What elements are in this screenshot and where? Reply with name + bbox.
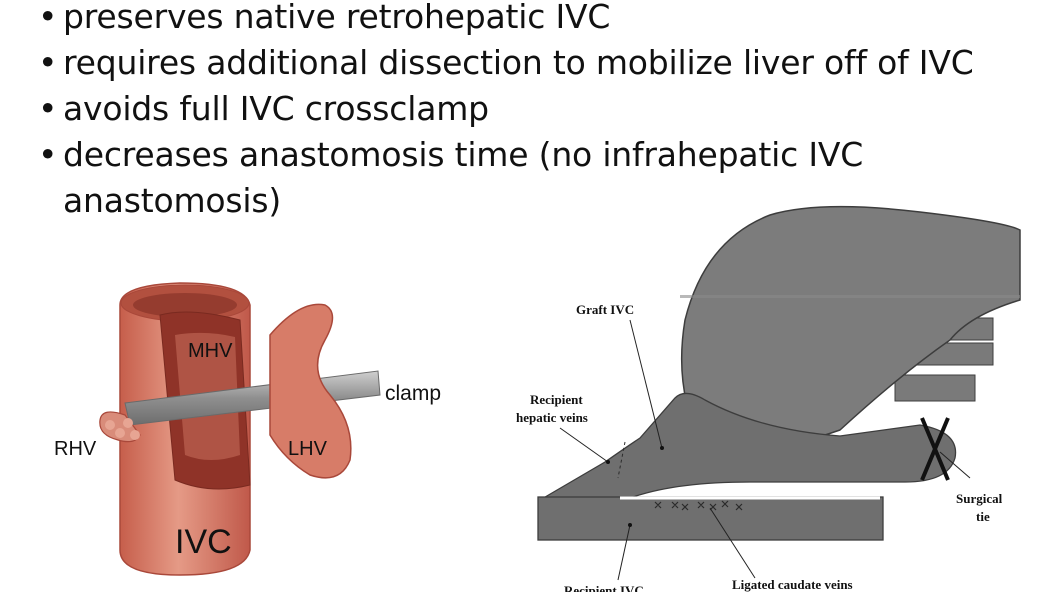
label-ivc: IVC	[175, 523, 232, 561]
bullet-text: requires additional dissection to mobili…	[63, 43, 974, 82]
label-rhv: RHV	[54, 438, 97, 460]
bullet-text: anastomosis)	[63, 181, 282, 220]
label-clamp: clamp	[385, 382, 441, 405]
bullet-list: • preserves native retrohepatic IVC • re…	[38, 0, 974, 224]
label-ligated-caudate-veins: Ligated caudate veins	[732, 577, 853, 592]
label-recipient-ivc: Recipient IVC	[564, 583, 644, 592]
label-mhv: MHV	[188, 340, 233, 362]
ivc-illustration-svg: MHV clamp RHV LHV IVC	[54, 282, 441, 576]
liver-graft	[680, 205, 1021, 447]
suture-line	[617, 441, 626, 479]
label-surgical-tie: Surgical	[956, 491, 1003, 506]
surgical-tie	[920, 417, 950, 481]
bullet-text: decreases anastomosis time (no infrahepa…	[63, 135, 864, 174]
bullet-item: • preserves native retrohepatic IVC	[38, 0, 974, 40]
bullet-item: • decreases anastomosis time (no infrahe…	[38, 132, 974, 178]
caudate-ligatures	[654, 500, 743, 511]
anastomosis-diagram-svg: Graft IVC Recipient hepatic veins Surgic…	[516, 205, 1021, 592]
label-graft-ivc: Graft IVC	[576, 302, 634, 317]
ivc-illustration: MHV clamp RHV LHV IVC	[40, 275, 470, 590]
bullet-dot: •	[38, 0, 58, 36]
anastomosis-diagram: Graft IVC Recipient hepatic veins Surgic…	[500, 200, 1030, 592]
label-recipient-hepatic-veins: hepatic veins	[516, 410, 588, 425]
label-surgical-tie: tie	[976, 509, 990, 524]
bullet-text: preserves native retrohepatic IVC	[63, 0, 611, 36]
rhv-vein	[99, 411, 141, 443]
label-lhv: LHV	[288, 438, 328, 460]
bullet-dot: •	[38, 89, 58, 128]
hepatic-vein-stub	[894, 374, 976, 402]
lhv-vein	[269, 303, 352, 479]
label-recipient-hepatic-veins: Recipient	[530, 392, 583, 407]
bullet-item: • requires additional dissection to mobi…	[38, 40, 974, 86]
recipient-ivc-vessel	[537, 496, 884, 541]
bullet-text: avoids full IVC crossclamp	[63, 89, 489, 128]
bullet-dot: •	[38, 135, 58, 174]
bullet-dot: •	[38, 43, 58, 82]
bullet-item-continuation: anastomosis)	[38, 178, 974, 224]
graft-ivc-vessel	[537, 392, 957, 501]
bullet-item: • avoids full IVC crossclamp	[38, 86, 974, 132]
